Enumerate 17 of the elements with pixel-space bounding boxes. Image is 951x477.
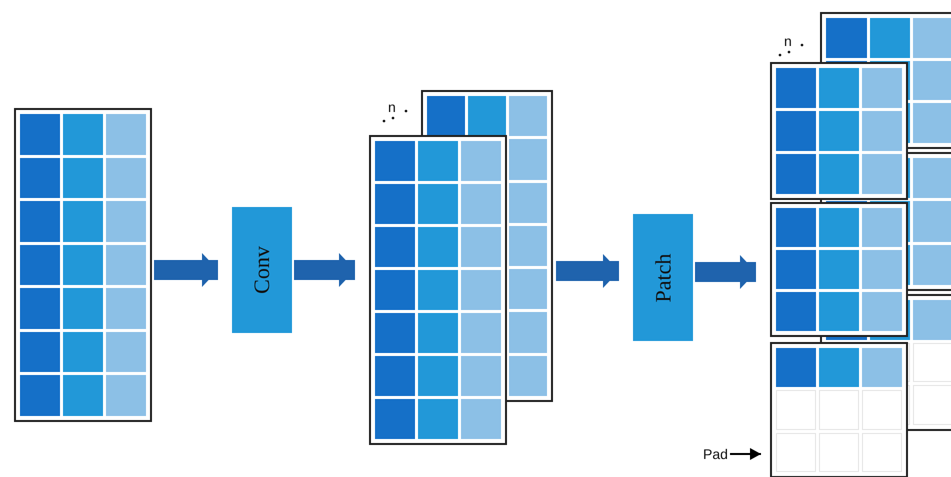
arrow — [730, 448, 761, 460]
block-arrow — [556, 254, 619, 288]
operation-box — [633, 214, 693, 341]
block-arrow — [154, 253, 218, 287]
operation-box — [232, 207, 292, 333]
operation-label: Patch — [650, 253, 676, 302]
annotation-text: Pad — [703, 447, 728, 461]
feature-map-grid — [770, 202, 908, 337]
feature-map-grid — [14, 108, 152, 422]
operation-label: Conv — [249, 246, 275, 294]
stack-count-label: n — [380, 100, 412, 128]
stack-count-label: n — [776, 34, 808, 62]
block-arrow — [294, 253, 355, 287]
feature-map-grid — [770, 62, 908, 200]
block-arrow — [695, 255, 756, 289]
feature-map-grid — [369, 135, 507, 445]
feature-map-grid — [770, 342, 908, 477]
